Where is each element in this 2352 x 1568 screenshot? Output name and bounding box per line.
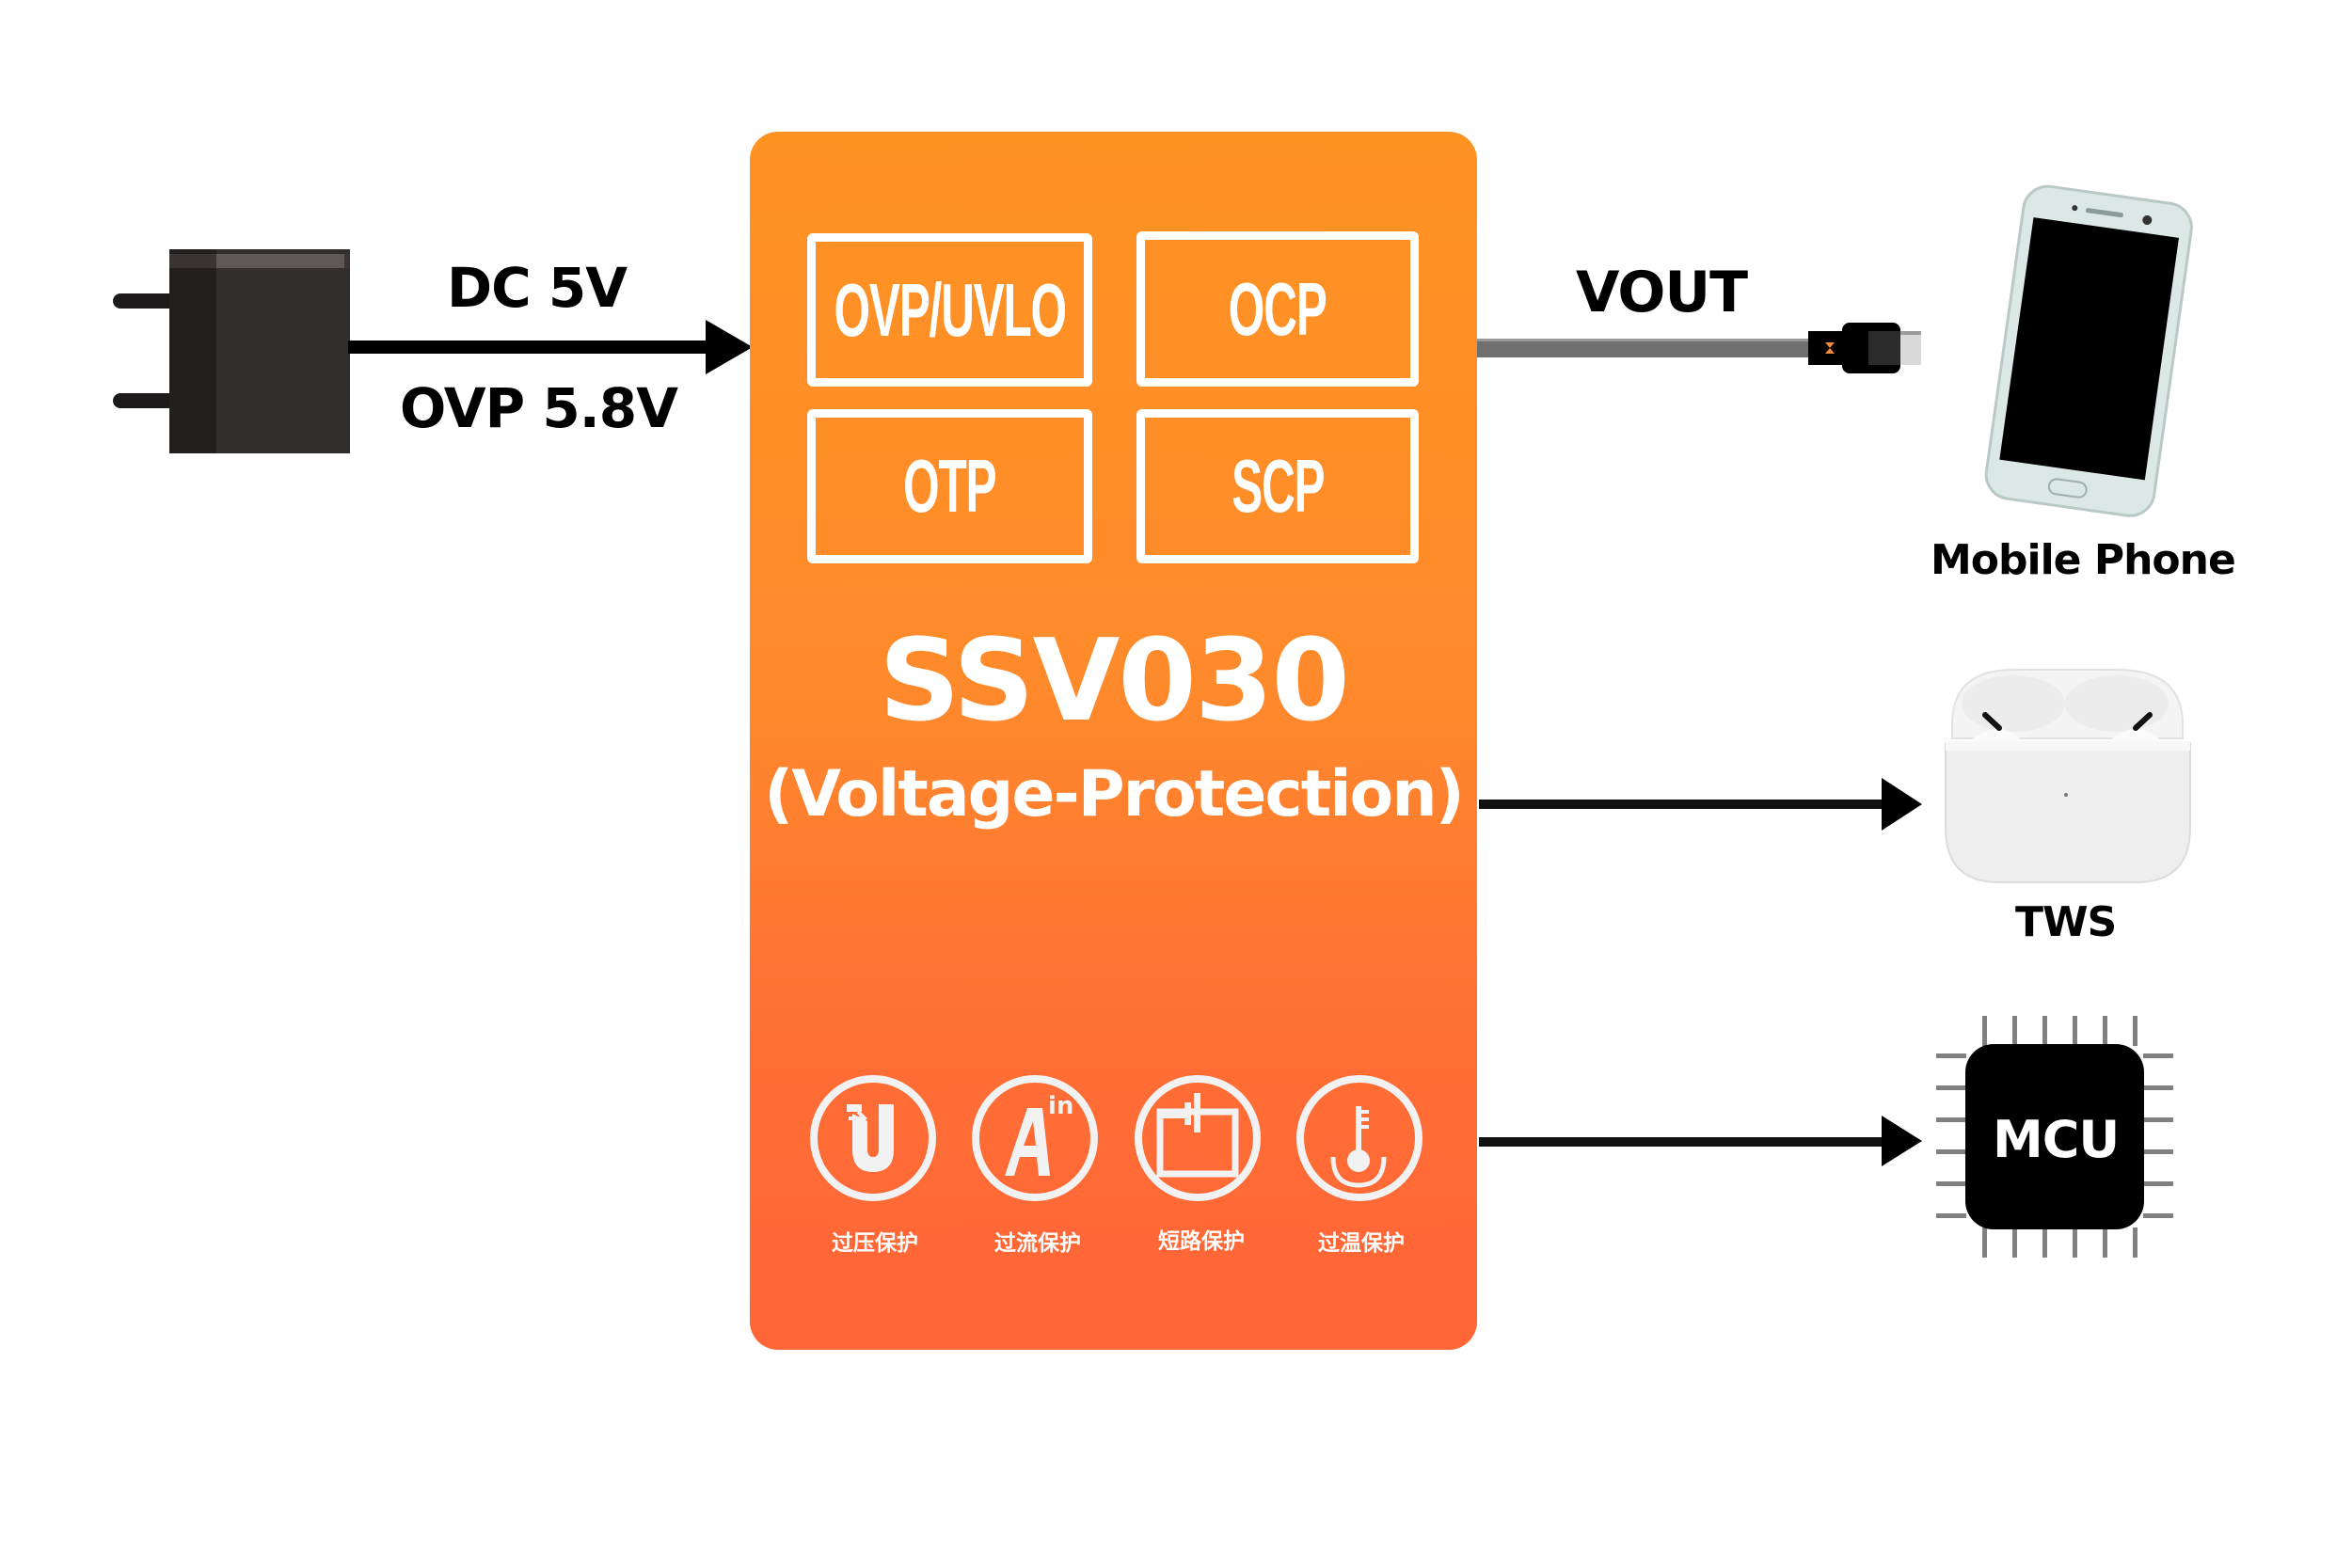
feature-label-overcurrent: 过流保护 xyxy=(994,1231,1081,1256)
mcu-pin xyxy=(2143,1181,2173,1186)
tws-label: TWS xyxy=(2015,898,2117,946)
protection-label: OTP xyxy=(903,444,996,528)
mcu-pin xyxy=(2133,1227,2137,1258)
mcu-pin xyxy=(1936,1181,1966,1186)
protection-box-ovp-uvlo: OVP/UVLO xyxy=(807,233,1092,387)
feature-label-short-circuit: 短路保护 xyxy=(1158,1229,1245,1254)
mcu-arrow xyxy=(1479,1116,1922,1166)
protection-label: OVP/UVLO xyxy=(834,267,1067,352)
input-arrow xyxy=(348,320,753,374)
mcu-pin xyxy=(2012,1016,2017,1046)
mcu-pin xyxy=(2042,1227,2047,1258)
mcu-pin xyxy=(2143,1053,2173,1058)
mcu-chip-icon xyxy=(1936,1016,2173,1258)
mcu-pin xyxy=(1936,1053,1966,1058)
mcu-chip-body xyxy=(1965,1044,2144,1229)
feature-label-overvoltage: 过压保护 xyxy=(832,1231,918,1256)
power-adapter-icon xyxy=(113,249,350,453)
mcu-pin xyxy=(2103,1227,2107,1258)
mcu-pin xyxy=(1936,1117,1966,1122)
vout-label: VOUT xyxy=(1576,260,1748,325)
tws-arrow xyxy=(1479,778,1922,831)
mcu-pin xyxy=(2073,1016,2077,1046)
chip-name: SSV030 xyxy=(879,616,1350,747)
svg-text:in: in xyxy=(1048,1092,1073,1120)
mcu-pin xyxy=(1936,1149,1966,1154)
mcu-pin xyxy=(2143,1149,2173,1154)
protection-label: OCP xyxy=(1229,266,1327,351)
mcu-pin xyxy=(2143,1213,2173,1218)
protection-box-ocp: OCP xyxy=(1136,231,1419,387)
mcu-pin xyxy=(2042,1016,2047,1046)
earbuds-case-icon xyxy=(1945,669,2191,883)
usb-cable-icon xyxy=(1477,323,1921,373)
mobile-phone-icon xyxy=(1984,184,2193,517)
mcu-pin xyxy=(1936,1085,1966,1090)
protection-box-otp: OTP xyxy=(807,409,1092,563)
short-circuit-icon xyxy=(1135,1075,1261,1201)
input-ovp-label: OVP 5.8V xyxy=(400,376,678,440)
mcu-pin xyxy=(1936,1213,1966,1218)
protection-box-scp: SCP xyxy=(1136,409,1419,563)
input-voltage-label: DC 5V xyxy=(447,256,628,320)
mcu-pin xyxy=(2143,1085,2173,1090)
mobile-phone-label: Mobile Phone xyxy=(1931,536,2236,584)
mcu-pin xyxy=(2012,1227,2017,1258)
overcurrent-icon: in xyxy=(972,1075,1098,1201)
mcu-pin xyxy=(2103,1016,2107,1046)
mcu-pin xyxy=(1982,1227,1987,1258)
thermometer-icon xyxy=(1296,1075,1422,1201)
mcu-pin xyxy=(2143,1117,2173,1122)
mcu-pin xyxy=(1982,1016,1987,1046)
mcu-label: MCU xyxy=(1993,1110,2120,1169)
mcu-pin xyxy=(2073,1227,2077,1258)
feature-label-overtemperature: 过温保护 xyxy=(1318,1231,1405,1256)
chip-subtitle: (Voltage-Protection) xyxy=(764,757,1464,832)
protection-label: SCP xyxy=(1231,444,1326,528)
overvoltage-icon xyxy=(810,1075,936,1201)
mcu-pin xyxy=(2133,1016,2137,1046)
